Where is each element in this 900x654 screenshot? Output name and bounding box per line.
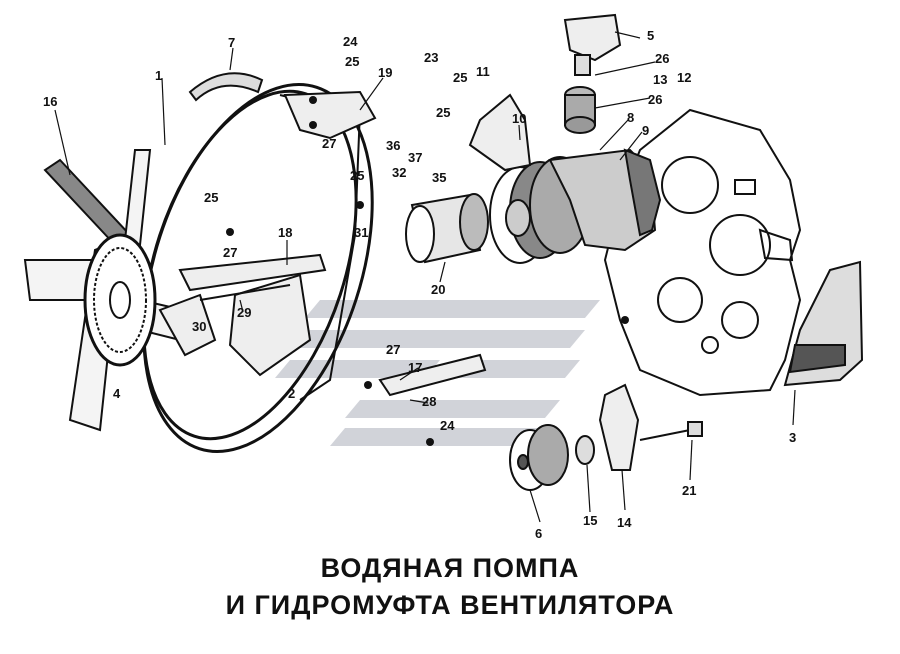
- callout-14: 14: [617, 515, 632, 530]
- engine-block: [603, 108, 802, 397]
- exploded-view-drawing: 1 2 3 4 5 6 7 8 9 10 11 12 13 14 15 16 1…: [23, 13, 864, 541]
- callout-28: 28: [422, 394, 436, 409]
- callout-32: 32: [392, 165, 406, 180]
- pulley-assembly: [489, 156, 591, 264]
- callout-24-bottom: 24: [440, 418, 455, 433]
- callout-9: 9: [642, 123, 649, 138]
- bracket-19: [283, 90, 377, 140]
- callout-27-left: 27: [223, 245, 237, 260]
- fan: [23, 149, 207, 432]
- pump-inlet: [468, 93, 532, 172]
- callout-21: 21: [682, 483, 696, 498]
- callout-16: 16: [43, 94, 57, 109]
- callout-10: 10: [512, 111, 526, 126]
- support-brackets: [158, 253, 487, 397]
- tensioner-bracket-14: [598, 383, 640, 471]
- callout-27-bottom: 27: [386, 342, 400, 357]
- bolt-21: [639, 421, 703, 441]
- callout-6: 6: [535, 526, 542, 541]
- title-line-2: И ГИДРОМУФТА ВЕНТИЛЯТОРА: [225, 590, 675, 620]
- callout-4: 4: [113, 386, 121, 401]
- callout-7: 7: [228, 35, 235, 50]
- callout-19: 19: [378, 65, 392, 80]
- callout-11: 11: [476, 64, 490, 79]
- callout-12: 12: [677, 70, 691, 85]
- leader-lines: [54, 31, 796, 523]
- callout-13: 13: [653, 72, 667, 87]
- thermostat-assembly: [563, 13, 622, 134]
- callout-15: 15: [583, 513, 597, 528]
- callout-8: 8: [627, 110, 634, 125]
- fasteners: [226, 96, 629, 446]
- callout-25-top: 25: [345, 54, 359, 69]
- callout-20: 20: [431, 282, 445, 297]
- callout-25-bracket: 25: [350, 168, 364, 183]
- callout-36: 36: [386, 138, 400, 153]
- callout-26-bottom: 26: [648, 92, 662, 107]
- callout-2: 2: [288, 386, 295, 401]
- title-line-1: ВОДЯНАЯ ПОМПА: [320, 553, 580, 583]
- callout-25-left: 25: [204, 190, 218, 205]
- callout-24-top: 24: [343, 34, 358, 49]
- callout-30: 30: [192, 319, 206, 334]
- shroud-segment-7: [188, 72, 264, 102]
- callout-17: 17: [408, 360, 422, 375]
- callout-3: 3: [789, 430, 796, 445]
- logo-watermark: [275, 300, 600, 446]
- coupling-20: [405, 193, 489, 264]
- callout-23: 23: [424, 50, 438, 65]
- callout-27-top: 27: [322, 136, 336, 151]
- callout-25-inlet: 25: [436, 105, 450, 120]
- spacer-15: [575, 435, 595, 465]
- callout-29: 29: [237, 305, 251, 320]
- pump-housing: [548, 148, 662, 252]
- callout-25-mid: 25: [453, 70, 467, 85]
- callout-37: 37: [408, 150, 422, 165]
- bracket-3: [783, 260, 864, 387]
- callout-18: 18: [278, 225, 292, 240]
- callout-5: 5: [647, 28, 654, 43]
- callout-1: 1: [155, 68, 162, 83]
- callout-26-top: 26: [655, 51, 669, 66]
- belt-pulley-6: [509, 424, 569, 491]
- callout-35: 35: [432, 170, 446, 185]
- callout-labels: 1 2 3 4 5 6 7 8 9 10 11 12 13 14 15 16 1…: [43, 28, 796, 541]
- callout-31: 31: [354, 225, 368, 240]
